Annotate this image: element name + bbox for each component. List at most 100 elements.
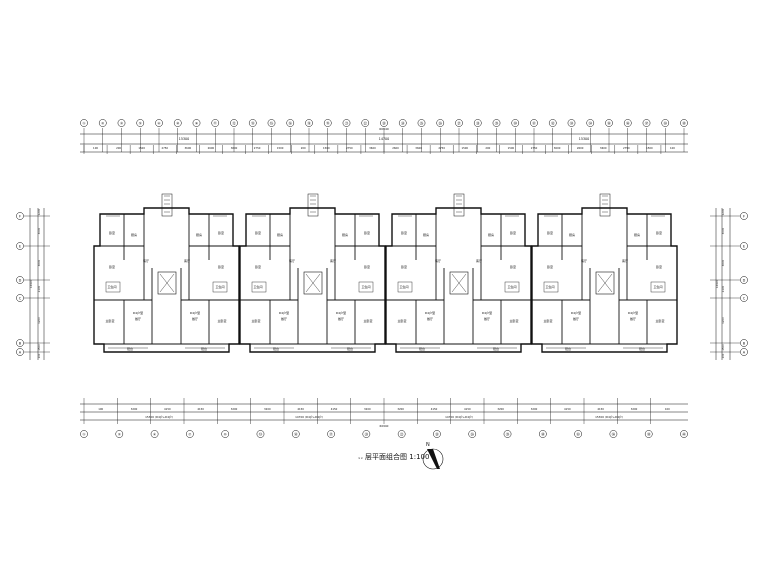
stair-cross [451, 273, 467, 293]
top-segment-dimension: 2750 [438, 146, 445, 150]
top-axis-bubble-label: ㉜ [551, 120, 555, 125]
side-segment-dimension: 100 [37, 353, 41, 358]
top-total-dimension: 15300 [579, 137, 590, 141]
top-axis-bubble-label: ⑱ [307, 120, 311, 125]
side-segment-dimension: 2100 [37, 285, 41, 292]
room-label-bedroom: 卧室 [109, 264, 115, 269]
room-label-bedroom: 卧室 [218, 230, 224, 235]
bottom-total-dimension: 15300 (D4户+D4户) [595, 415, 623, 419]
top-axis-bubble [661, 119, 670, 127]
unit-type-tag: D4户型 [133, 310, 143, 315]
room-label-kitchen: 厨房 [277, 232, 283, 237]
bottom-axis-bubble-label: ⑭ [294, 431, 298, 436]
room-label-wc: 卫生间 [107, 284, 116, 289]
top-axis-bubble-label: ㉝ [570, 120, 574, 125]
room-label-dining: 餐厅 [192, 316, 198, 321]
top-axis-bubble-label: ⑪ [214, 120, 218, 125]
top-axis-bubble-label: ⑬ [251, 120, 255, 125]
side-segment-dimension: 1200 [721, 208, 725, 215]
top-axis-bubble-label: ㉗ [457, 120, 461, 125]
top-axis-bubble [267, 119, 276, 127]
side-segment-dimension: 1200 [37, 208, 41, 215]
room-label-kitchen: 厨房 [488, 232, 494, 237]
room-label-bedroom: 卧室 [401, 264, 407, 269]
top-axis-bubble-label: ⑧ [176, 121, 180, 125]
room-label-bedroom: 卧室 [255, 264, 261, 269]
room-label-bedroom: 卧室 [547, 230, 553, 235]
top-axis-bubble [605, 119, 613, 127]
top-segment-dimension: 100 [670, 146, 675, 150]
top-axis-bubble-label: ⑮ [270, 120, 274, 125]
bottom-segment-dimension: 3200 [631, 407, 638, 411]
side-axis-bubble-label: D [19, 278, 22, 282]
top-axis-bubble [623, 119, 632, 127]
bottom-axis-bubble [644, 430, 653, 438]
side-dimension-lines: FEDCBA12003000360021004200150010014400FE… [16, 208, 748, 360]
stair-core [595, 271, 615, 295]
top-segment-dimension: 1500 [646, 146, 653, 150]
bottom-axis-bubble [538, 430, 547, 438]
side-axis-bubble-label: A [743, 350, 746, 354]
room-label-dining: 餐厅 [630, 316, 636, 321]
top-axis-bubble-label: ㉔ [401, 120, 405, 125]
title-prefix: ×× [358, 456, 364, 460]
side-axis-bubble [740, 294, 748, 302]
room-label-dining: 餐厅 [427, 316, 433, 321]
room-label-bedroom: 卧室 [218, 264, 224, 269]
top-axis-bubble [530, 119, 538, 127]
top-axis-bubble-label: ㉟ [607, 120, 611, 125]
room-label-wc: 卫生间 [507, 284, 516, 289]
bottom-axis-bubble-label: ㉓ [435, 431, 439, 436]
top-segment-dimension: 2750 [161, 146, 168, 150]
top-axis-bubble [417, 119, 426, 127]
top-axis-bubble-label: ㉛ [532, 120, 536, 125]
top-axis-bubble-label: ⑫ [232, 120, 236, 125]
top-axis-bubble [323, 119, 332, 127]
room-label-bedroom: 卧室 [255, 230, 261, 235]
bottom-segment-dimension: 3200 [497, 407, 504, 411]
bottom-axis-bubble [680, 430, 688, 438]
top-axis-bubble [567, 119, 576, 127]
top-axis-bubble [455, 119, 463, 127]
top-axis-bubble [173, 119, 182, 127]
side-segment-dimension: 3000 [37, 227, 41, 234]
bottom-segment-dimension: 4150 [197, 407, 204, 411]
top-segment-dimension: 100 [93, 146, 98, 150]
top-segment-dimension: 2750 [254, 146, 261, 150]
top-axis-bubble [398, 119, 407, 127]
bottom-axis-bubble-label: ㉝ [576, 431, 580, 436]
unit-outline [93, 207, 240, 353]
room-label-living: 客厅 [622, 258, 628, 263]
top-axis-bubble-label: ㉓ [382, 120, 386, 125]
room-label-kitchen: 厨房 [342, 232, 348, 237]
side-axis-bubble-label: E [19, 244, 21, 248]
bottom-axis-bubble-label: ⑬ [259, 431, 263, 436]
unit-type-tag: D4户型 [336, 310, 346, 315]
bottom-axis-bubble-label: ⑳ [365, 431, 369, 436]
bottom-segment-dimension: 4150 [597, 407, 604, 411]
top-axis-bubble-label: ⑲ [326, 120, 330, 125]
top-axis-bubble-label: ㊱ [626, 120, 630, 125]
bottom-segment-dimension: 4150 [164, 407, 171, 411]
top-axis-bubble-label: ㉒ [364, 120, 368, 125]
side-axis-bubble [740, 212, 748, 220]
room-label-living: 客厅 [330, 258, 336, 263]
top-axis-bubble [473, 119, 482, 127]
room-label-wc: 卫生间 [253, 284, 262, 289]
bottom-axis-bubble-label: ⑦ [188, 432, 191, 436]
vent-shaft [599, 193, 611, 217]
room-label-bedroom: 卧室 [364, 230, 370, 235]
room-label-kitchen: 厨房 [634, 232, 640, 237]
bottom-axis-bubble [433, 430, 441, 438]
room-label-dining: 餐厅 [573, 316, 579, 321]
top-axis-bubble [361, 119, 370, 127]
bathroom-fixture [543, 281, 559, 293]
room-label-balcony: 阳台 [639, 346, 645, 351]
bottom-axis-bubble [150, 430, 159, 438]
title-text: 层平面组合图 [365, 453, 408, 461]
bathroom-fixture [212, 281, 228, 293]
title-scale: 1:100 [409, 453, 430, 461]
top-axis-bubble [305, 119, 313, 127]
top-overall-dimension: 60940 [379, 127, 389, 131]
